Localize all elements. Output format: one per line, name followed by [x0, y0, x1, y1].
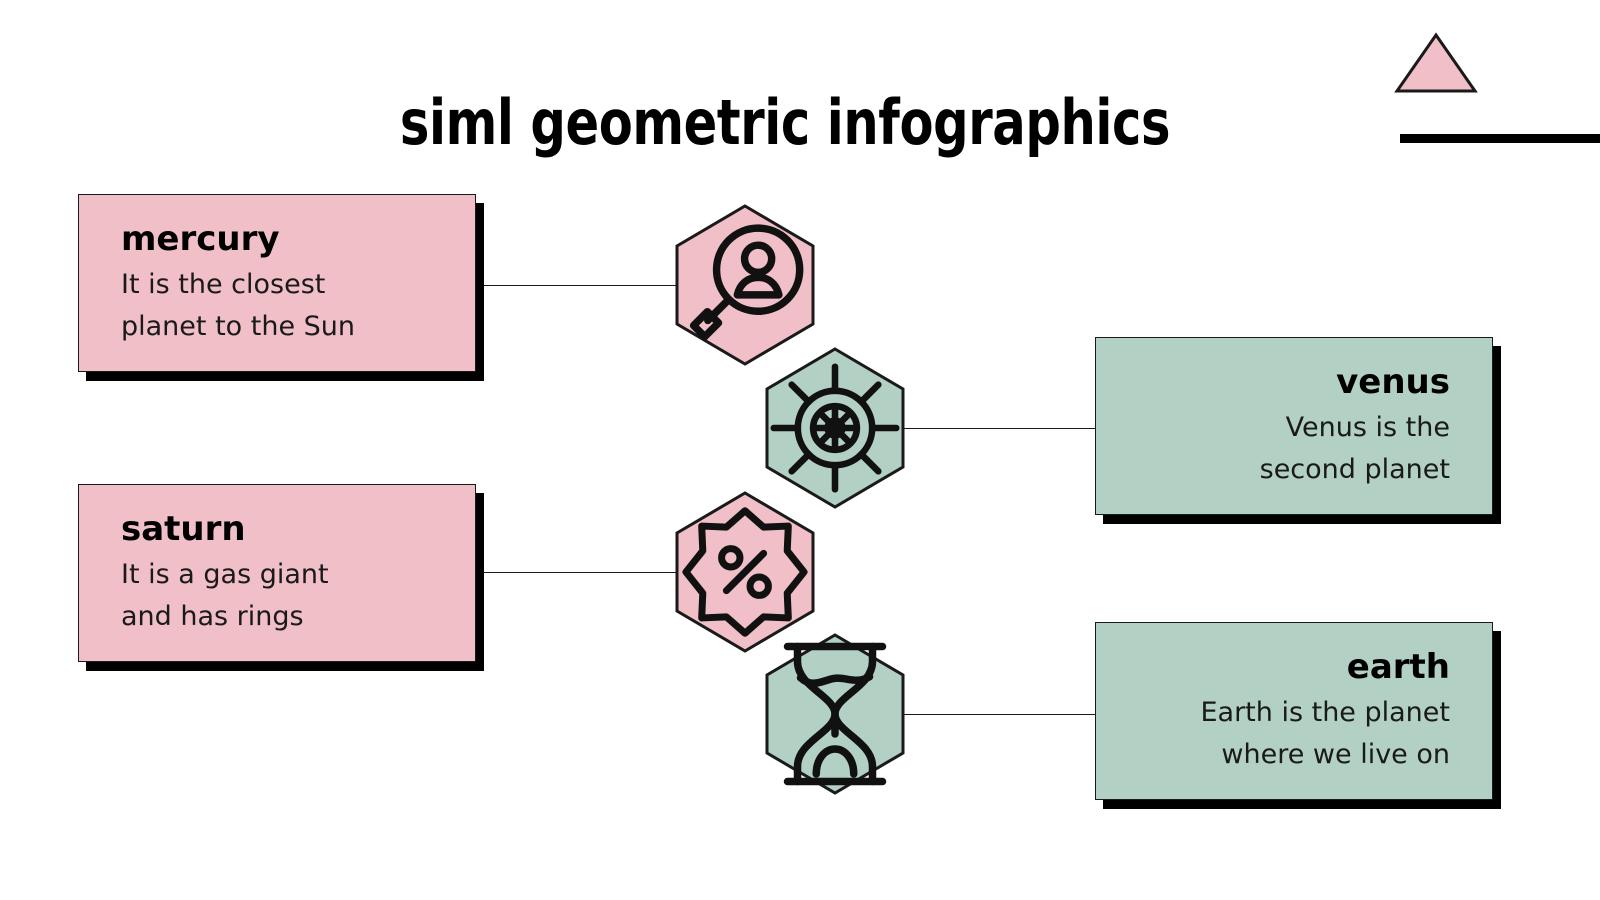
card-title: earth	[1346, 646, 1450, 687]
card-body: saturn It is a gas giant and has rings	[78, 484, 476, 662]
card-venus[interactable]: venus Venus is the second planet	[1095, 337, 1501, 524]
card-description: It is a gas giant and has rings	[121, 558, 329, 632]
card-description: Earth is the planet where we live on	[1200, 696, 1450, 770]
card-title: saturn	[121, 508, 246, 549]
hexagon-venus[interactable]	[765, 347, 905, 509]
card-body: mercury It is the closest planet to the …	[78, 194, 476, 372]
connector-line-earth	[903, 714, 1097, 715]
card-mercury[interactable]: mercury It is the closest planet to the …	[78, 194, 484, 381]
card-description: It is the closest planet to the Sun	[121, 268, 356, 342]
card-saturn[interactable]: saturn It is a gas giant and has rings	[78, 484, 484, 671]
hexagon-saturn[interactable]	[675, 491, 815, 653]
hexagon-earth[interactable]	[765, 633, 905, 795]
card-body: earth Earth is the planet where we live …	[1095, 622, 1493, 800]
connector-line-venus	[903, 428, 1097, 429]
card-description: Venus is the second planet	[1259, 411, 1450, 485]
page-title: siml geometric infographics	[399, 86, 1171, 159]
card-title: venus	[1336, 361, 1450, 402]
connector-line-saturn	[484, 572, 678, 573]
connector-line-mercury	[484, 285, 678, 286]
card-title: mercury	[121, 218, 280, 259]
hexagon-mercury[interactable]	[675, 204, 815, 366]
card-body: venus Venus is the second planet	[1095, 337, 1493, 515]
black-bar	[1400, 134, 1600, 143]
card-earth[interactable]: earth Earth is the planet where we live …	[1095, 622, 1501, 809]
